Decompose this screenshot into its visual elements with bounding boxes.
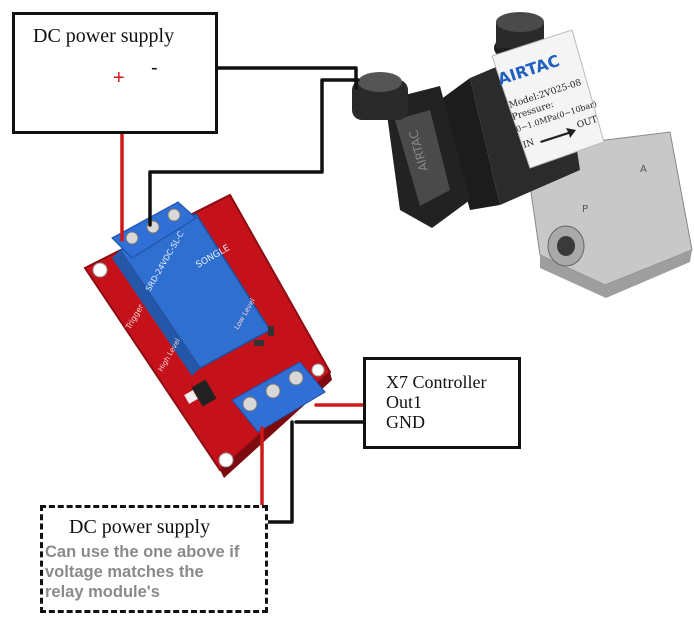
port-a-label: A bbox=[640, 164, 647, 175]
terminal-screw bbox=[288, 370, 304, 386]
smd-part bbox=[254, 340, 264, 346]
terminal-screw bbox=[242, 396, 258, 412]
mount-hole bbox=[311, 363, 325, 377]
mount-hole bbox=[92, 262, 108, 278]
relay-module: SONGLE SRD-24VDC-SL-C Trigger Low Level … bbox=[83, 193, 332, 478]
wire-black-relay-valve bbox=[148, 78, 360, 227]
note-line: voltage matches the bbox=[45, 563, 204, 581]
valve-label-plate bbox=[491, 29, 605, 169]
jumper bbox=[191, 379, 217, 407]
terminal-screw bbox=[167, 208, 181, 222]
smd-part bbox=[268, 326, 274, 336]
terminal-screw bbox=[265, 383, 281, 399]
valve-in: IN bbox=[522, 138, 536, 151]
plus-terminal-label: + bbox=[113, 67, 125, 89]
top-power-supply-box: DC power supply + - bbox=[12, 12, 218, 134]
port-p-label: P bbox=[582, 204, 588, 215]
solenoid-valve: P A AIRTAC AIRTAC Model:2V025-08 Pressur… bbox=[352, 12, 693, 298]
flow-arrow-icon bbox=[540, 128, 576, 143]
note-line: relay module's bbox=[45, 583, 160, 601]
power-supply-note: Can use the one above if voltage matches… bbox=[45, 542, 239, 602]
minus-terminal-label: - bbox=[151, 57, 158, 79]
bottom-power-supply-title: DC power supply bbox=[69, 516, 211, 538]
terminal-screw bbox=[125, 231, 139, 245]
bottom-power-supply-box: DC power supply Can use the one above if… bbox=[40, 505, 268, 613]
wire-black-bottom bbox=[266, 420, 294, 524]
controller-name: X7 Controller bbox=[386, 372, 487, 392]
controller-gnd-label: GND bbox=[386, 412, 425, 432]
controller-out1-label: Out1 bbox=[386, 392, 422, 412]
x7-controller-box: X7 Controller Out1 GND bbox=[363, 357, 521, 449]
mount-hole bbox=[218, 452, 234, 468]
top-power-supply-title: DC power supply bbox=[33, 25, 175, 47]
note-line: Can use the one above if bbox=[45, 543, 240, 561]
